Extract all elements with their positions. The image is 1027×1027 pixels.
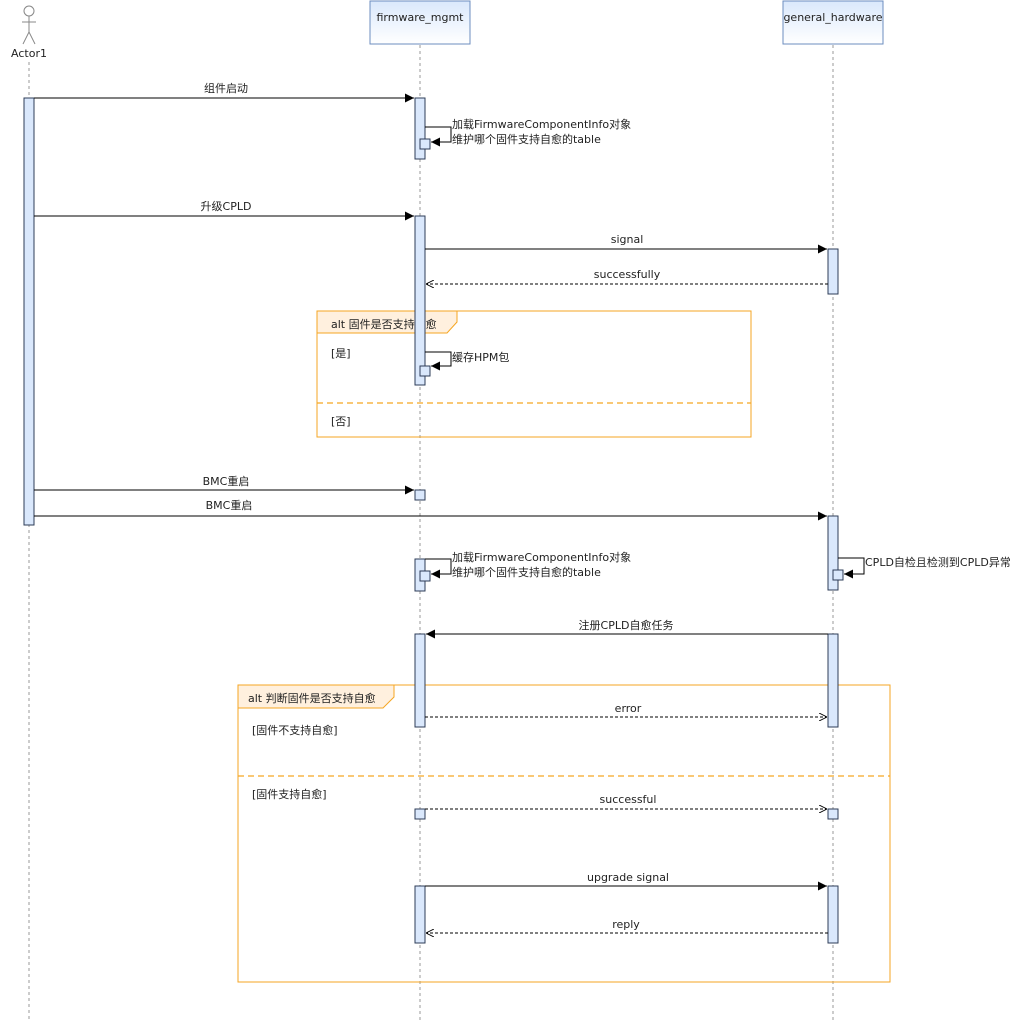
actor-figure-icon (22, 5, 36, 45)
self-message-arrow-load-2 (425, 558, 452, 579)
alt-frame-1-guard-yes: [是] (331, 347, 351, 360)
alt-frame-1-guard-no: [否] (331, 415, 351, 428)
self-message-label-load-2-line1: 加载FirmwareComponentInfo对象 (452, 550, 631, 564)
self-message-label-load-2-line2: 维护哪个固件支持自愈的table (452, 565, 601, 579)
self-message-arrow-cache-hpm (425, 351, 452, 371)
message-label-upgrade-signal: upgrade signal (587, 871, 669, 884)
activation-firmware-2 (414, 215, 426, 386)
activation-hardware-5 (827, 885, 839, 944)
self-message-label-load-1-line2: 维护哪个固件支持自愈的table (452, 132, 601, 146)
activation-hardware-2 (827, 515, 839, 591)
activation-hardware-self (832, 569, 844, 581)
activation-firmware-7 (414, 885, 426, 944)
actor-label: Actor1 (11, 47, 47, 60)
activation-firmware-self-3 (419, 570, 431, 582)
message-label-bmc-reboot-2: BMC重启 (206, 498, 253, 512)
message-label-upgrade-cpld: 升级CPLD (201, 200, 252, 213)
self-message-label-cache-hpm: 缓存HPM包 (452, 350, 509, 364)
self-message-arrow-load-1 (425, 126, 452, 147)
return-label-successfully: successfully (594, 268, 661, 281)
self-message-arrow-cpld-selfcheck (838, 557, 865, 579)
activation-firmware-self-2 (419, 365, 431, 377)
activation-hardware-1 (827, 248, 839, 295)
return-label-reply: reply (612, 918, 640, 931)
message-label-register-task: 注册CPLD自愈任务 (579, 618, 674, 632)
activation-firmware-6 (414, 808, 426, 820)
alt-frame-2-title: alt 判断固件是否支持自愈 (248, 691, 376, 705)
alt-frame-2-guard-unsupported: [固件不支持自愈] (252, 723, 338, 737)
participant-box-hardware (782, 0, 884, 45)
activation-hardware-4 (827, 808, 839, 820)
return-label-successful: successful (600, 793, 657, 806)
participant-box-firmware (369, 0, 471, 45)
self-message-label-load-1-line1: 加载FirmwareComponentInfo对象 (452, 117, 631, 131)
message-label-bmc-reboot-1: BMC重启 (203, 474, 250, 488)
alt-frame-1-title: alt 固件是否支持自愈 (331, 317, 437, 331)
activation-firmware-self-1 (419, 138, 431, 150)
return-label-error: error (615, 702, 642, 715)
activation-hardware-3 (827, 633, 839, 728)
activation-actor (23, 97, 35, 526)
self-message-label-cpld-selfcheck: CPLD自检且检测到CPLD异常 (865, 555, 1011, 569)
participant-firmware-label: firmware_mgmt (377, 11, 465, 24)
message-label-signal: signal (611, 233, 644, 246)
activation-firmware-1 (414, 97, 426, 160)
activation-firmware-5 (414, 633, 426, 728)
message-label-component-start: 组件启动 (204, 81, 248, 95)
alt-frame-2-tab (237, 684, 395, 709)
participant-hardware-label: general_hardware (783, 11, 882, 24)
alt-frame-1: alt 固件是否支持自愈 [是] [否] (316, 310, 752, 438)
alt-frame-2-guard-supported: [固件支持自愈] (252, 787, 327, 801)
activation-firmware-3 (414, 489, 426, 501)
alt-frame-2: alt 判断固件是否支持自愈 [固件不支持自愈] [固件支持自愈] (237, 684, 891, 983)
